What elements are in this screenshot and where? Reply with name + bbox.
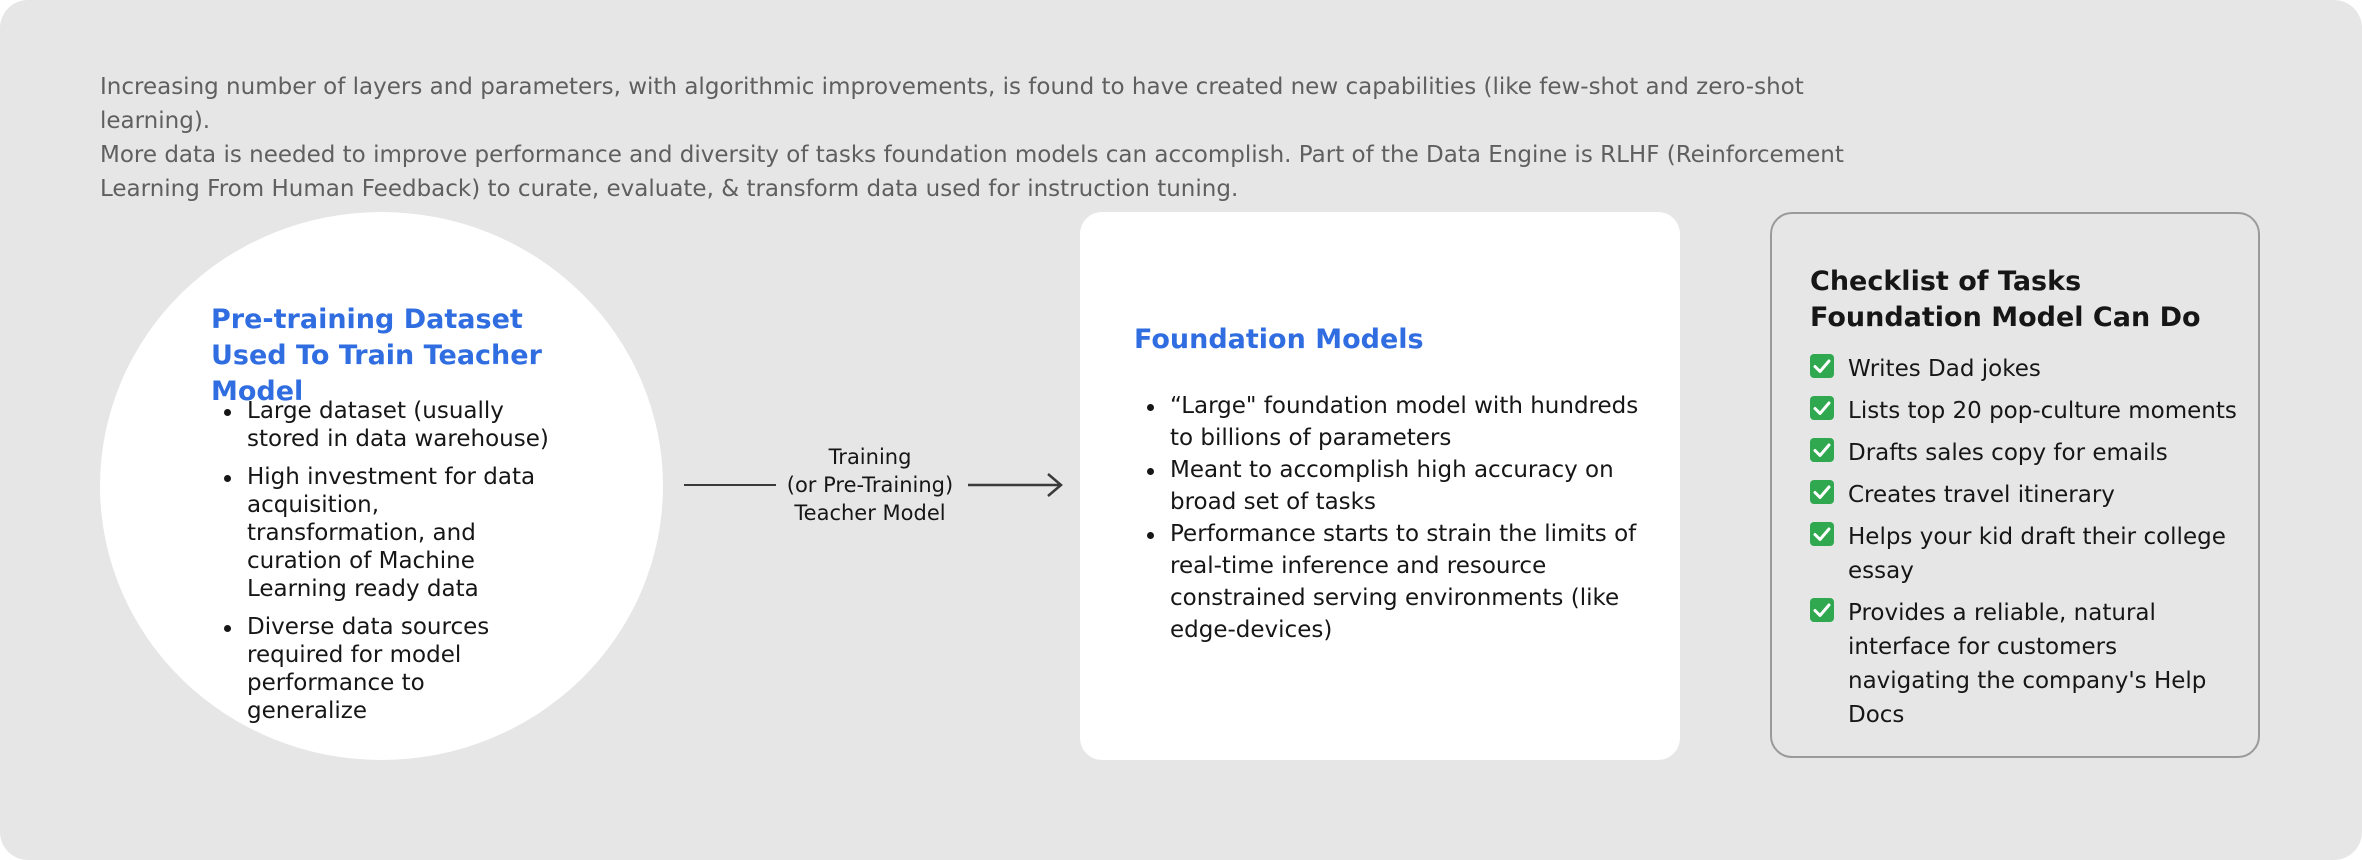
checklist-item-text: Writes Dad jokes <box>1848 356 2041 382</box>
checklist-item: Provides a reliable, natural interface f… <box>1810 596 2240 732</box>
foundation-bullet: “Large" foundation model with hundreds t… <box>1134 390 1654 454</box>
dataset-circle: Pre-training Dataset Used To Train Teach… <box>100 212 663 760</box>
dataset-bullet: Diverse data sources required for model … <box>211 613 551 725</box>
foundation-bullet-list: “Large" foundation model with hundreds t… <box>1134 390 1654 646</box>
training-label-line-2: (or Pre-Training) <box>786 473 954 497</box>
checklist-item: Drafts sales copy for emails <box>1810 436 2240 470</box>
training-label: Training (or Pre-Training) Teacher Model <box>770 443 970 527</box>
check-box-icon <box>1810 598 1834 622</box>
foundation-models-card: Foundation Models “Large" foundation mod… <box>1080 212 1680 760</box>
checklist-item: Lists top 20 pop-culture moments <box>1810 394 2240 428</box>
training-label-line-1: Training <box>828 445 912 469</box>
checklist-item: Helps your kid draft their college essay <box>1810 520 2240 588</box>
dataset-bullet: Large dataset (usually stored in data wa… <box>211 397 551 453</box>
checklist-item-text: Lists top 20 pop-culture moments <box>1848 398 2237 424</box>
foundation-bullet: Meant to accomplish high accuracy on bro… <box>1134 454 1654 518</box>
intro-line-2: More data is needed to improve performan… <box>100 142 1844 202</box>
check-box-icon <box>1810 396 1834 420</box>
training-label-line-3: Teacher Model <box>794 501 946 525</box>
arrow-right-icon <box>968 473 1063 497</box>
dataset-title: Pre-training Dataset Used To Train Teach… <box>211 304 542 407</box>
checklist-card: Checklist of Tasks Foundation Model Can … <box>1770 212 2260 758</box>
foundation-title: Foundation Models <box>1134 324 1424 355</box>
dataset-bullet: High investment for data acquisition, tr… <box>211 463 551 603</box>
checklist-item-text: Creates travel itinerary <box>1848 482 2115 508</box>
dataset-bullet-list: Large dataset (usually stored in data wa… <box>211 397 551 735</box>
checklist-title: Checklist of Tasks Foundation Model Can … <box>1810 266 2201 333</box>
flow-line-left <box>684 484 776 486</box>
checklist-items: Writes Dad jokes Lists top 20 pop-cultur… <box>1810 352 2240 740</box>
intro-text: Increasing number of layers and paramete… <box>100 70 1900 206</box>
checklist-item-text: Provides a reliable, natural interface f… <box>1848 600 2207 728</box>
checklist-item-text: Drafts sales copy for emails <box>1848 440 2168 466</box>
check-box-icon <box>1810 480 1834 504</box>
check-box-icon <box>1810 522 1834 546</box>
check-box-icon <box>1810 354 1834 378</box>
check-box-icon <box>1810 438 1834 462</box>
intro-line-1: Increasing number of layers and paramete… <box>100 74 1804 134</box>
checklist-item-text: Helps your kid draft their college essay <box>1848 524 2226 584</box>
checklist-item: Writes Dad jokes <box>1810 352 2240 386</box>
checklist-item: Creates travel itinerary <box>1810 478 2240 512</box>
foundation-bullet: Performance starts to strain the limits … <box>1134 518 1654 646</box>
